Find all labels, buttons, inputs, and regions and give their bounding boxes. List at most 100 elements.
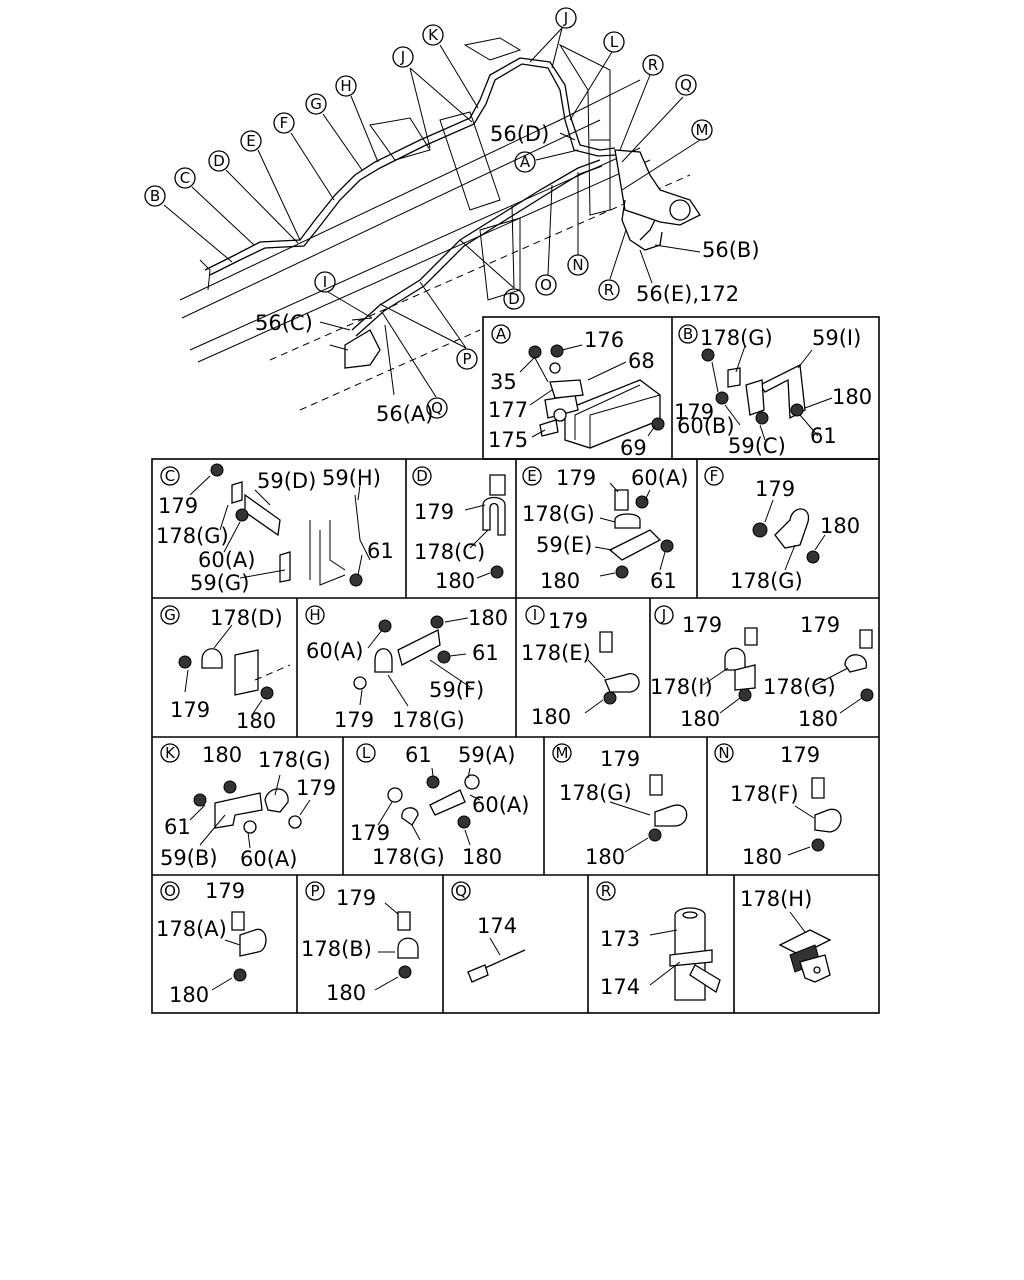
- svg-text:59(I): 59(I): [812, 326, 861, 350]
- panel-G: G 178(D) 179 180: [160, 605, 291, 733]
- svg-text:59(G): 59(G): [190, 571, 249, 595]
- svg-text:180: 180: [585, 845, 625, 869]
- callout-N: N: [567, 254, 589, 276]
- svg-text:B: B: [683, 325, 693, 343]
- svg-text:K: K: [165, 744, 176, 762]
- panel-K: K 180 178(G) 179 61 59(B) 60(A): [160, 743, 336, 871]
- svg-text:177: 177: [488, 398, 528, 422]
- svg-text:D: D: [416, 467, 428, 485]
- callout-B: B: [144, 185, 166, 207]
- svg-text:M: M: [556, 744, 569, 762]
- callout-J: J: [392, 46, 414, 68]
- svg-text:G: G: [310, 95, 322, 113]
- callout-I: I: [314, 271, 336, 293]
- callout-G: G: [305, 93, 327, 115]
- svg-text:F: F: [280, 114, 289, 132]
- svg-text:178(I): 178(I): [650, 675, 713, 699]
- svg-text:176: 176: [584, 328, 624, 352]
- callout-K: K: [422, 24, 444, 46]
- svg-text:A: A: [520, 153, 531, 171]
- svg-text:59(H): 59(H): [322, 466, 381, 490]
- svg-text:179: 179: [800, 613, 840, 637]
- panel-L: L 61 59(A) 60(A) 179 178(G) 180: [350, 743, 529, 869]
- svg-text:180: 180: [531, 705, 571, 729]
- panel-H: H 180 60(A) 61 59(F) 179 178(G): [305, 605, 508, 732]
- panel-E: E 179 60(A) 178(G) 59(E) 180 61: [522, 466, 688, 593]
- svg-text:180: 180: [202, 743, 242, 767]
- svg-text:G: G: [164, 606, 176, 624]
- svg-text:179: 179: [296, 776, 336, 800]
- svg-text:180: 180: [820, 514, 860, 538]
- svg-text:I: I: [533, 606, 537, 624]
- svg-text:L: L: [610, 33, 619, 51]
- overview-part-labels: 56(D) 56(B) 56(E),172 56(C) 56(A): [255, 122, 760, 426]
- label-56C: 56(C): [255, 311, 313, 335]
- svg-text:R: R: [604, 281, 614, 299]
- panel-P: P 179 178(B) 180: [301, 881, 419, 1005]
- svg-text:178(A): 178(A): [156, 917, 227, 941]
- svg-text:59(A): 59(A): [458, 743, 515, 767]
- svg-text:H: H: [309, 606, 320, 624]
- label-56E-172: 56(E),172: [636, 282, 739, 306]
- svg-text:178(H): 178(H): [740, 887, 812, 911]
- svg-text:59(F): 59(F): [429, 678, 484, 702]
- svg-text:179: 179: [170, 698, 210, 722]
- panel-A: A 176 35 68 177 175 69: [488, 324, 665, 460]
- svg-text:P: P: [462, 350, 471, 368]
- svg-text:61: 61: [650, 569, 677, 593]
- svg-text:B: B: [150, 187, 160, 205]
- callout-J-2: J: [555, 7, 577, 29]
- svg-text:Q: Q: [455, 882, 467, 900]
- svg-text:180: 180: [832, 385, 872, 409]
- svg-text:180: 180: [236, 709, 276, 733]
- panel-J: J 179 179 178(I) 178(G) 180 180: [650, 605, 874, 731]
- svg-text:O: O: [540, 276, 552, 294]
- panel-O: O 179 178(A) 180: [156, 879, 267, 1007]
- callout-P: P: [456, 348, 478, 370]
- callout-R-2: R: [598, 279, 620, 301]
- svg-text:178(E): 178(E): [521, 641, 591, 665]
- svg-text:179: 179: [158, 494, 198, 518]
- svg-text:178(G): 178(G): [258, 748, 331, 772]
- overview-leaders: [163, 27, 701, 398]
- panel-F: F 179 180 178(G): [704, 466, 860, 593]
- svg-text:60(A): 60(A): [198, 548, 255, 572]
- panel-I: I 179 178(E) 180: [521, 605, 640, 729]
- svg-text:35: 35: [490, 370, 517, 394]
- svg-text:180: 180: [540, 569, 580, 593]
- callout-E: E: [240, 130, 262, 152]
- svg-text:59(E): 59(E): [536, 533, 592, 557]
- svg-text:59(D): 59(D): [257, 469, 316, 493]
- svg-text:178(G): 178(G): [522, 502, 595, 526]
- svg-text:I: I: [323, 273, 327, 291]
- svg-text:F: F: [710, 467, 719, 485]
- svg-text:178(G): 178(G): [372, 845, 445, 869]
- svg-text:H: H: [340, 77, 351, 95]
- svg-text:178(G): 178(G): [763, 675, 836, 699]
- svg-text:180: 180: [798, 707, 838, 731]
- callout-R: R: [642, 54, 664, 76]
- svg-text:178(D): 178(D): [210, 606, 283, 630]
- svg-text:61: 61: [405, 743, 432, 767]
- svg-text:C: C: [180, 169, 190, 187]
- svg-text:61: 61: [472, 641, 499, 665]
- panel-Q: Q 174: [451, 881, 526, 983]
- svg-text:180: 180: [169, 983, 209, 1007]
- callout-D-2: D: [503, 288, 525, 310]
- svg-text:L: L: [362, 744, 371, 762]
- svg-text:178(G): 178(G): [559, 781, 632, 805]
- svg-text:61: 61: [367, 539, 394, 563]
- svg-text:J: J: [661, 606, 666, 624]
- panel-C: C 59(D) 59(H) 179 178(G) 60(A) 61 59(G): [156, 463, 394, 595]
- svg-text:61: 61: [164, 815, 191, 839]
- panel-M: M 179 178(G) 180: [552, 743, 688, 869]
- svg-text:68: 68: [628, 349, 655, 373]
- callout-Q: Q: [675, 74, 697, 96]
- svg-text:N: N: [718, 744, 729, 762]
- svg-text:178(G): 178(G): [392, 708, 465, 732]
- panel-R: R 173 174: [596, 881, 721, 1001]
- svg-text:O: O: [164, 882, 176, 900]
- label-56D: 56(D): [490, 122, 549, 146]
- svg-text:180: 180: [462, 845, 502, 869]
